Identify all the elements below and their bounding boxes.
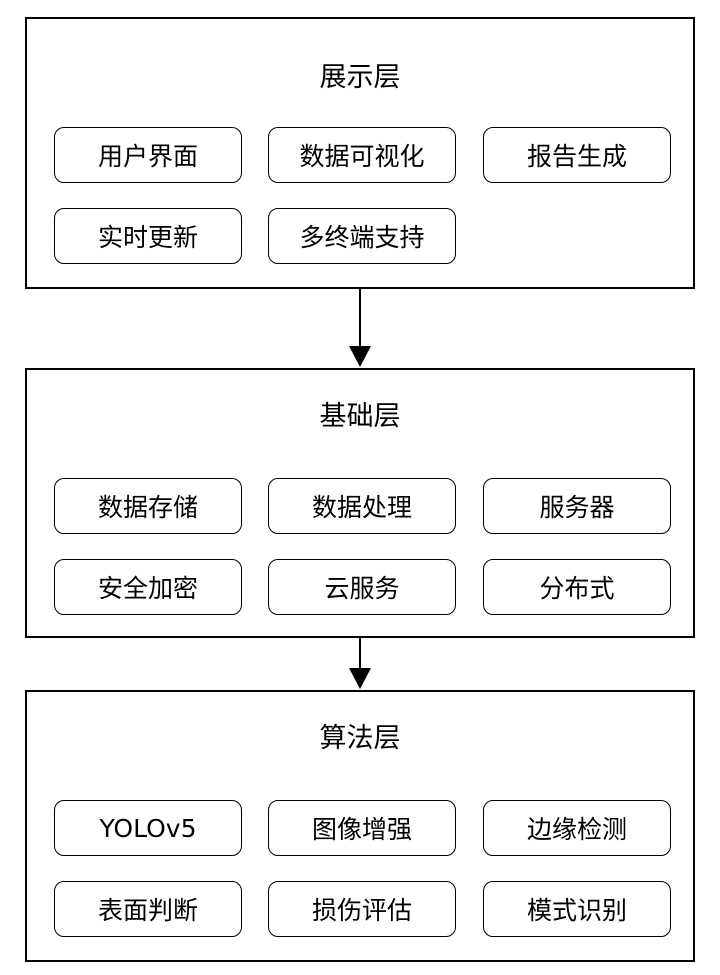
node-cloud-service: 云服务 [268, 559, 456, 615]
node-data-storage: 数据存储 [54, 478, 242, 534]
node-server: 服务器 [483, 478, 671, 534]
layer-presentation: 展示层 用户界面 数据可视化 报告生成 实时更新 多终端支持 [25, 17, 695, 289]
node-image-enhancement: 图像增强 [268, 800, 456, 856]
node-distributed: 分布式 [483, 559, 671, 615]
node-data-visualization: 数据可视化 [268, 127, 456, 183]
node-multi-terminal: 多终端支持 [268, 208, 456, 264]
layer-title: 基础层 [319, 401, 401, 432]
node-security-encryption: 安全加密 [54, 559, 242, 615]
node-damage-assessment: 损伤评估 [268, 881, 456, 937]
node-edge-detection: 边缘检测 [483, 800, 671, 856]
node-realtime-update: 实时更新 [54, 208, 242, 264]
layer-foundation: 基础层 数据存储 数据处理 服务器 安全加密 云服务 分布式 [25, 368, 695, 638]
node-report-generation: 报告生成 [483, 127, 671, 183]
layer-title: 展示层 [319, 62, 401, 93]
node-data-processing: 数据处理 [268, 478, 456, 534]
node-user-interface: 用户界面 [54, 127, 242, 183]
arrow-foundation-to-algorithm [349, 638, 371, 689]
node-yolov5: YOLOv5 [54, 800, 242, 856]
node-pattern-recognition: 模式识别 [483, 881, 671, 937]
layer-title: 算法层 [319, 723, 401, 754]
arrow-presentation-to-foundation [349, 289, 371, 367]
node-surface-judgment: 表面判断 [54, 881, 242, 937]
layer-algorithm: 算法层 YOLOv5 图像增强 边缘检测 表面判断 损伤评估 模式识别 [25, 690, 695, 962]
